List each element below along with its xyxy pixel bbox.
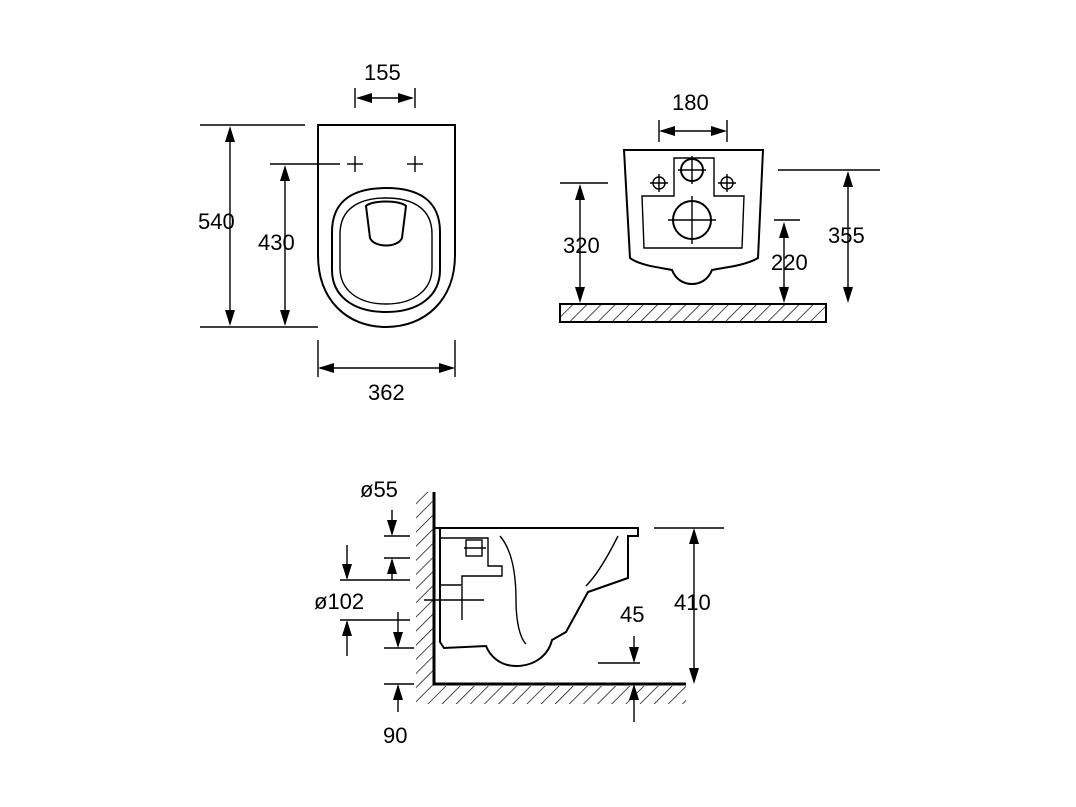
top-view: 540 430 155 362: [198, 60, 456, 405]
dim-outlet-diameter: [342, 545, 352, 656]
dim-fixing-spacing-top: [356, 93, 414, 103]
dim-rim-height: [843, 171, 853, 303]
dim-fixing-depth-label: 430: [258, 230, 295, 255]
side-view: ø55 ø102 90 410: [314, 477, 724, 748]
dim-fixing-depth: [280, 165, 290, 326]
dim-rim-height-label: 355: [828, 223, 865, 248]
dim-fixing-spacing-front: [659, 126, 727, 136]
front-view-fixing-hole-left: [650, 174, 668, 192]
dim-bottom-clearance: [629, 636, 639, 722]
side-view-floor: [416, 686, 686, 704]
dim-bowl-height-label: 410: [674, 590, 711, 615]
dim-outlet-height: [779, 222, 789, 303]
dim-width: [318, 363, 455, 373]
front-view: 180 320 355 220: [559, 90, 880, 323]
dim-floor-offset-label: 90: [383, 723, 407, 748]
front-view-outlet: [668, 196, 716, 244]
dim-floor-offset: [393, 612, 403, 712]
side-view-inner-rim: [585, 535, 619, 587]
dim-fixing-spacing-front-label: 180: [672, 90, 709, 115]
dim-length-label: 540: [198, 209, 235, 234]
dim-fixing-height-label: 320: [563, 233, 600, 258]
top-view-seat-outer: [331, 186, 441, 314]
side-view-outlet-profile: [440, 537, 503, 586]
dim-fixing-spacing-top-label: 155: [364, 60, 401, 85]
top-view-bowl-outline: [317, 124, 456, 329]
side-view-bowl-outline: [434, 527, 639, 668]
front-view-fixing-hole-right: [718, 174, 736, 192]
dim-inlet-diameter-label: ø55: [360, 477, 398, 502]
dim-bottom-clearance-label: 45: [620, 602, 644, 627]
dim-bowl-height: [689, 528, 699, 684]
top-view-fixing-hole-right: [407, 156, 423, 172]
dim-outlet-height-label: 220: [771, 250, 808, 275]
top-view-fixing-hole-left: [347, 156, 363, 172]
dim-length: [225, 126, 235, 326]
top-view-seat-inner: [339, 197, 433, 305]
side-view-inner-wall: [499, 535, 527, 645]
dim-width-label: 362: [368, 380, 405, 405]
top-view-bowl-opening: [364, 200, 408, 247]
front-view-floor: [559, 303, 827, 323]
dim-inlet-diameter: [387, 510, 397, 580]
front-view-back-plate: [641, 157, 745, 249]
dim-outlet-diameter-label: ø102: [314, 589, 364, 614]
side-view-wall: [416, 492, 434, 686]
front-view-body-outline: [622, 149, 765, 286]
front-view-inlet: [678, 156, 706, 184]
dim-fixing-height: [575, 184, 585, 303]
